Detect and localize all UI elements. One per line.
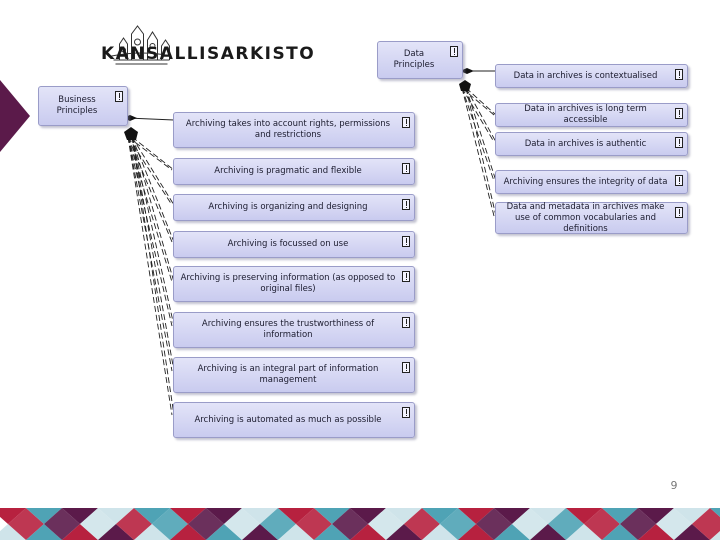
band-diamond (602, 524, 638, 540)
band-diamond (494, 508, 530, 524)
band-diamond (458, 508, 494, 524)
band-diamond (314, 508, 350, 524)
band-diamond (26, 508, 62, 524)
band-diamond (170, 524, 206, 540)
data-principle-item[interactable]: Data in archives is authentic (495, 132, 688, 156)
band-diamond (0, 508, 26, 524)
band-diamond (422, 524, 458, 540)
data-principle-item[interactable]: Data and metadata in archives make use o… (495, 202, 688, 234)
band-diamond (278, 524, 314, 540)
band-diamond (134, 508, 170, 524)
info-icon (402, 236, 410, 247)
band-diamond (674, 524, 710, 540)
band-diamond (62, 524, 98, 540)
info-icon (402, 317, 410, 328)
info-icon (402, 271, 410, 282)
band-diamond (386, 508, 422, 524)
band-diamond (566, 508, 602, 524)
band-diamond (602, 508, 638, 524)
band-diamond (350, 524, 386, 540)
decorative-diamond-band (0, 508, 720, 540)
page-number: 9 (670, 479, 678, 492)
band-diamond (422, 508, 458, 524)
info-icon (675, 207, 683, 218)
business-principle-item[interactable]: Archiving is automated as much as possib… (173, 402, 415, 438)
band-diamond (638, 508, 674, 524)
band-diamond (692, 508, 720, 540)
band-diamond (242, 508, 278, 524)
info-icon (675, 137, 683, 148)
business-principles-label: Business Principles (56, 95, 98, 116)
business-principle-item[interactable]: Archiving is pragmatic and flexible (173, 158, 415, 185)
band-diamond (530, 508, 566, 524)
data-principle-item[interactable]: Data in archives is long term accessible (495, 103, 688, 127)
band-diamond (170, 508, 206, 524)
logo-text: KANSALLISARKISTO (101, 44, 316, 64)
business-principle-item[interactable]: Archiving ensures the trustworthiness of… (173, 312, 415, 348)
band-diamond (530, 524, 566, 540)
business-principle-item[interactable]: Archiving is preserving information (as … (173, 266, 415, 302)
data-principles-label: Data Principles (393, 49, 435, 70)
band-diamond (98, 524, 134, 540)
band-diamond (242, 524, 278, 540)
band-diamond (134, 524, 170, 540)
band-diamond (0, 524, 26, 540)
side-accent-tab (0, 80, 30, 152)
info-icon (402, 407, 410, 418)
business-principle-item[interactable]: Archiving takes into account rights, per… (173, 112, 415, 148)
business-principle-item[interactable]: Archiving is an integral part of informa… (173, 357, 415, 393)
info-icon (675, 69, 683, 80)
data-principle-item[interactable]: Data in archives is contextualised (495, 64, 688, 88)
business-principles-node[interactable]: Business Principles (38, 86, 128, 126)
info-icon (675, 108, 683, 119)
info-icon (402, 117, 410, 128)
band-diamond (674, 508, 710, 524)
band-diamond (494, 524, 530, 540)
band-diamond (638, 524, 674, 540)
band-diamond (386, 524, 422, 540)
band-diamond (206, 524, 242, 540)
band-diamond (314, 524, 350, 540)
band-diamond (206, 508, 242, 524)
info-icon (675, 175, 683, 186)
data-principle-item[interactable]: Archiving ensures the integrity of data (495, 170, 688, 194)
band-diamond (26, 524, 62, 540)
band-diamond (62, 508, 98, 524)
band-diamond (350, 508, 386, 524)
info-icon (402, 163, 410, 174)
band-diamond (458, 524, 494, 540)
business-principle-item[interactable]: Archiving is focussed on use (173, 231, 415, 258)
band-diamond (98, 508, 134, 524)
info-icon (402, 199, 410, 210)
info-icon (450, 46, 458, 57)
archive-logo-emblem (111, 25, 172, 65)
info-icon (402, 362, 410, 373)
band-diamond (278, 508, 314, 524)
info-icon (115, 91, 123, 102)
business-principle-item[interactable]: Archiving is organizing and designing (173, 194, 415, 221)
band-diamond (566, 524, 602, 540)
data-principles-node[interactable]: Data Principles (377, 41, 463, 79)
